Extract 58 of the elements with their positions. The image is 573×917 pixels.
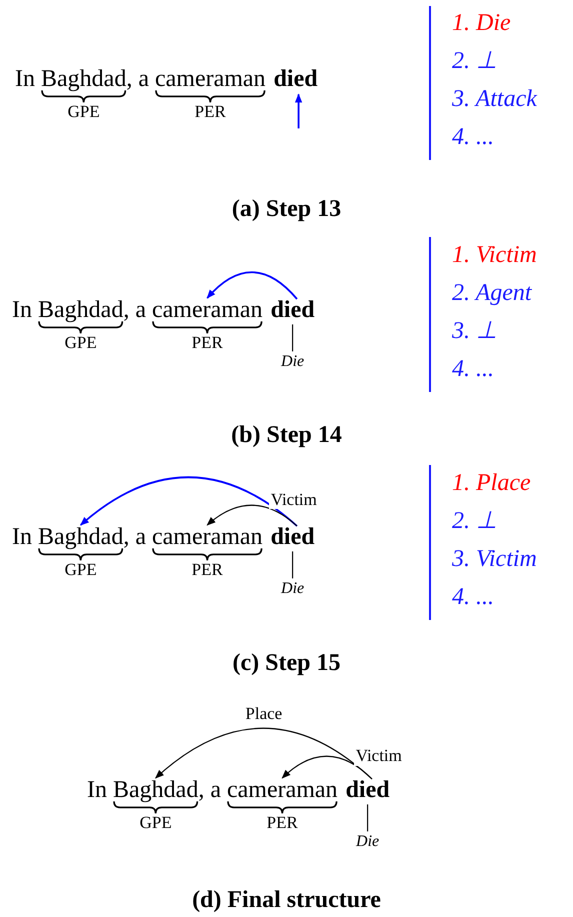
tag-label: Die	[356, 833, 380, 851]
arrow	[80, 476, 298, 527]
word: Baghdad	[38, 297, 124, 324]
list-item: 1. Victim	[452, 242, 537, 268]
list-item: 2. ⊥	[452, 48, 497, 74]
entity-type-label: PER	[192, 334, 223, 354]
caption: (d) Final structure	[191, 887, 382, 914]
word: , a	[198, 777, 221, 804]
arrow	[282, 756, 372, 780]
bold-word: died	[270, 524, 315, 550]
word: In	[87, 777, 107, 804]
word: cameraman	[226, 777, 338, 804]
entity-type-label: PER	[266, 814, 298, 834]
leader-line	[367, 804, 368, 832]
tag-label: Die	[281, 580, 304, 598]
tag-label: Die	[281, 353, 304, 371]
word: In	[12, 524, 32, 550]
arrow	[206, 504, 298, 526]
arrow	[206, 271, 298, 300]
word: cameraman	[152, 524, 263, 550]
word: Baghdad	[41, 66, 126, 92]
word: cameraman	[154, 66, 266, 92]
entity-type-label: GPE	[64, 561, 97, 580]
list-item: 3. Victim	[452, 546, 537, 572]
word: , a	[123, 524, 146, 550]
entity-type-label: PER	[192, 561, 223, 580]
word: cameraman	[152, 297, 263, 324]
entity-type-label: GPE	[68, 103, 100, 122]
arrow	[294, 94, 302, 128]
entity-type-label: GPE	[64, 334, 97, 354]
leader-line	[292, 551, 294, 578]
word: Baghdad	[113, 777, 198, 804]
edge-label: Victim	[354, 747, 404, 766]
list-item: 4. ...	[452, 124, 494, 150]
word: In	[12, 297, 32, 324]
list-item: 4. ...	[452, 356, 494, 382]
list-item: 1. Die	[452, 10, 511, 36]
entity-type-label: PER	[194, 103, 226, 122]
bold-word: died	[274, 66, 318, 92]
list-item: 2. Agent	[452, 280, 532, 306]
caption: (a) Step 13	[230, 196, 342, 222]
list-item: 3. ⊥	[452, 318, 497, 344]
list-item: 4. ...	[452, 584, 494, 610]
leader-line	[292, 324, 294, 352]
list-item: 1. Place	[452, 470, 531, 496]
bold-word: died	[346, 777, 390, 804]
arrow	[154, 728, 372, 780]
word: , a	[123, 297, 146, 324]
list-item: 3. Attack	[452, 86, 537, 112]
word: , a	[126, 66, 149, 92]
list-item: 2. ⊥	[452, 508, 497, 534]
word: Baghdad	[38, 524, 124, 550]
word: In	[15, 66, 35, 92]
caption: (c) Step 15	[232, 650, 342, 676]
edge-label: Victim	[268, 490, 319, 510]
bold-word: died	[270, 297, 315, 324]
caption: (b) Step 14	[230, 422, 343, 448]
entity-type-label: GPE	[140, 814, 172, 834]
